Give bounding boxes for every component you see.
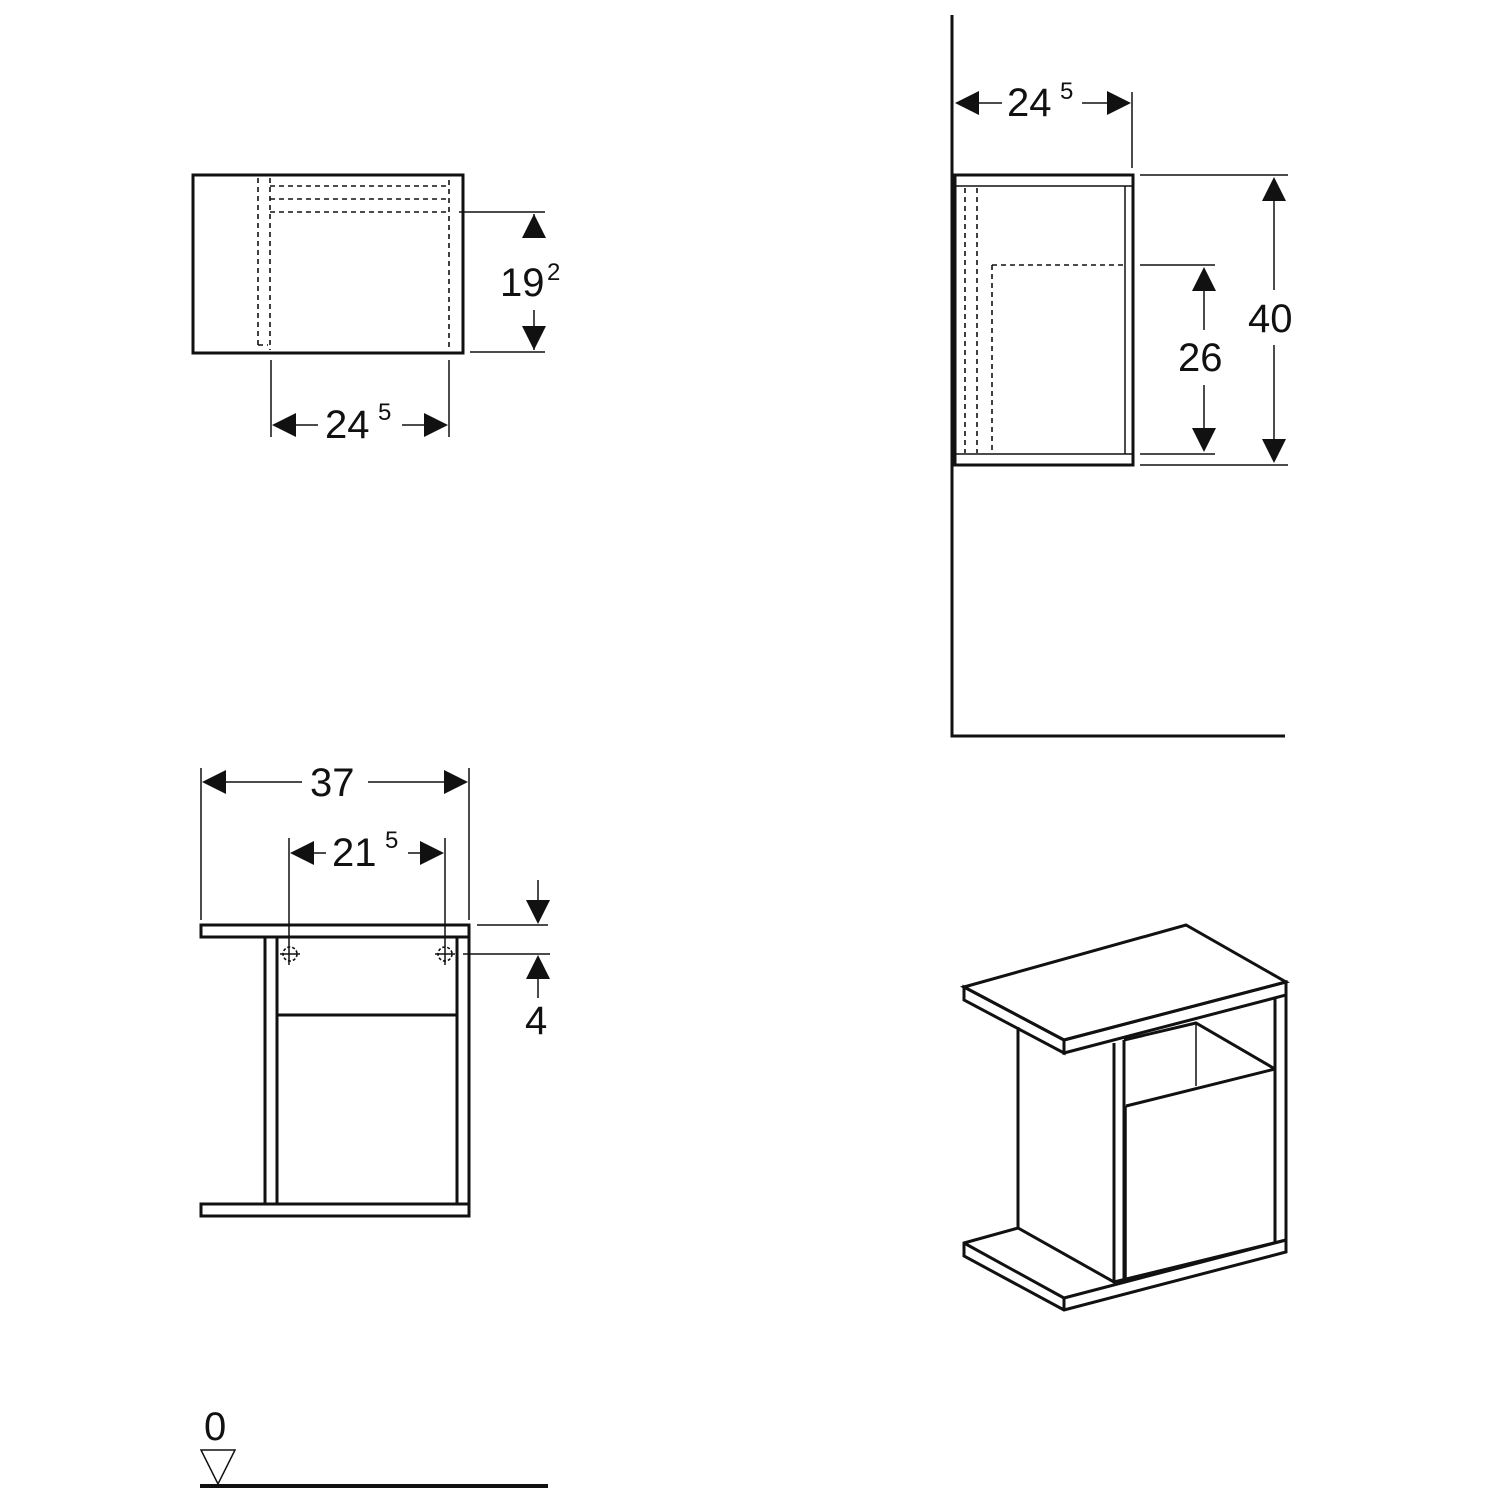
floor-reference: 0 (199, 1405, 548, 1488)
top-view: 19 2 24 5 (191, 173, 560, 447)
front-view: 37 21 5 4 (199, 761, 550, 1218)
dim-side-view-depth: 24 5 (955, 78, 1133, 168)
dim-label: 21 (332, 831, 377, 875)
side-view: 24 5 26 40 (950, 15, 1293, 738)
isometric-view (959, 923, 1290, 1312)
level-triangle-icon (199, 1449, 237, 1486)
dim-label-sup: 5 (1060, 78, 1073, 105)
floor-level-label: 0 (204, 1405, 226, 1449)
dim-top-view-width: 24 5 (270, 360, 450, 447)
side-view-outline (953, 173, 1135, 467)
dim-label: 26 (1178, 336, 1223, 380)
top-view-outline (191, 173, 465, 355)
dim-label: 24 (325, 403, 370, 447)
dim-label: 40 (1248, 297, 1293, 341)
dim-label-sup: 5 (385, 827, 398, 854)
dim-front-view-width: 37 (200, 761, 470, 920)
dim-front-view-hole-offset: 4 (463, 880, 550, 1043)
dim-label: 37 (310, 761, 355, 805)
dim-side-view-total-height: 40 (1140, 174, 1293, 466)
dim-label: 24 (1007, 81, 1052, 125)
dim-top-view-depth: 19 2 (459, 211, 560, 353)
dim-front-view-hole-distance: 21 5 (288, 827, 446, 965)
dim-label-sup: 5 (378, 399, 391, 426)
dim-side-view-inner-height: 26 (1140, 264, 1223, 455)
dim-label: 4 (525, 999, 547, 1043)
dim-label: 19 (500, 261, 545, 305)
mounting-hole-left (280, 946, 300, 962)
wall-line (950, 15, 1285, 738)
dim-label-sup: 2 (547, 259, 560, 286)
